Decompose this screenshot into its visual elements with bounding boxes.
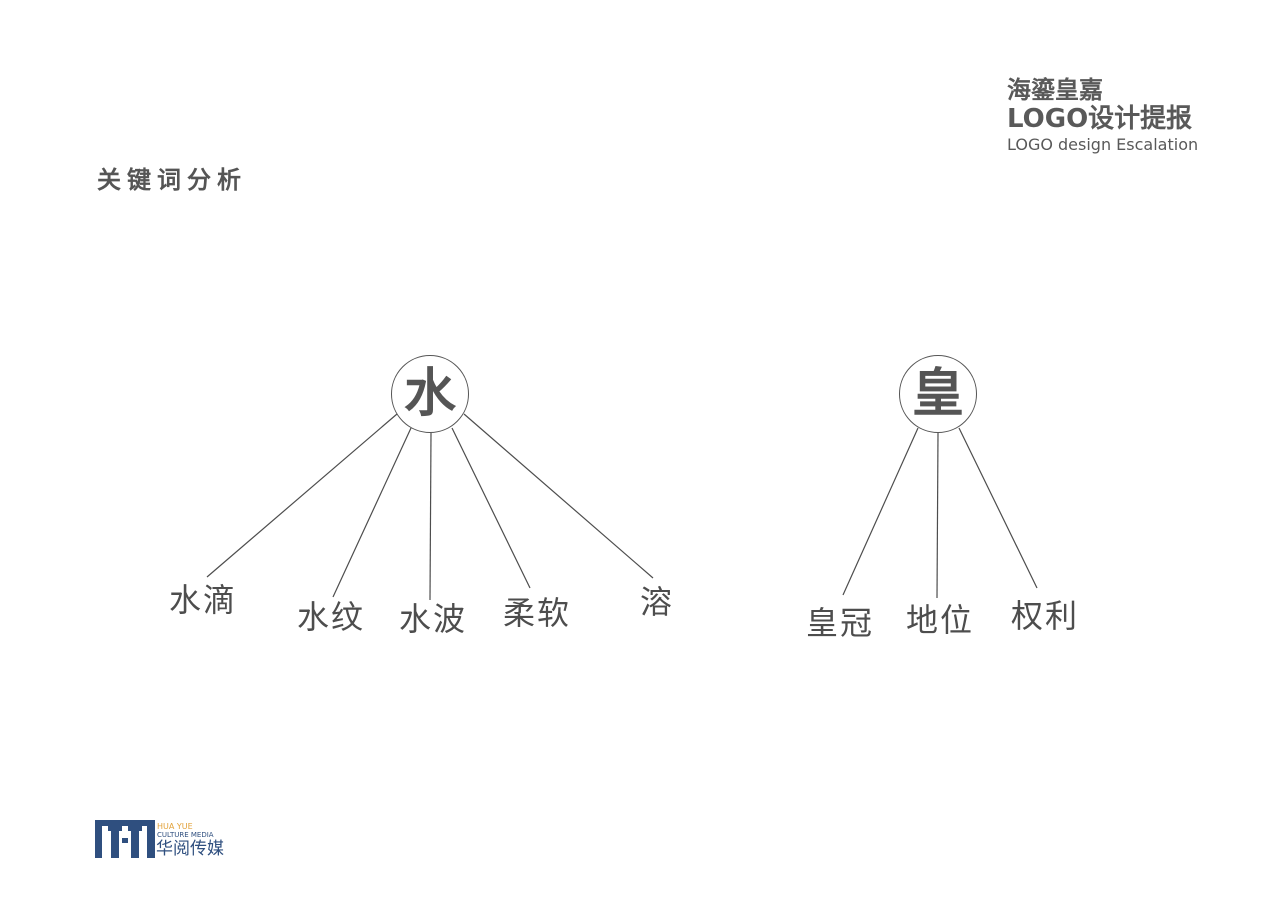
brand-name: 海鎏皇嘉 <box>1007 76 1103 104</box>
logo-chinese-name: 华阅传媒 <box>156 839 224 859</box>
connector-line <box>463 413 654 579</box>
node-water: 水 <box>391 355 469 433</box>
node-label: 水 <box>403 364 456 424</box>
logo-english-line1: HUA YUE <box>157 822 193 831</box>
connector-line <box>958 427 1038 589</box>
connector-line <box>332 427 412 598</box>
brand-english-subtitle: LOGO design Escalation <box>1007 135 1199 154</box>
keyword-label: 权利 <box>1011 597 1080 635</box>
keyword-label: 柔软 <box>503 594 572 632</box>
logo-english-line2: CULTURE MEDIA <box>157 831 214 839</box>
keyword-label: 皇冠 <box>806 604 875 642</box>
connector-line <box>429 432 432 601</box>
node-emperor: 皇 <box>899 355 977 433</box>
page-heading: 关键词分析 <box>97 166 247 194</box>
keyword-label: 水滴 <box>169 581 238 619</box>
connector-line <box>936 432 939 599</box>
keyword-label: 水纹 <box>297 598 366 636</box>
connector-line <box>842 427 919 596</box>
node-label: 皇 <box>911 364 964 424</box>
logo-mark-icon <box>95 820 155 858</box>
brand-subtitle: LOGO设计提报 <box>1007 104 1193 134</box>
keyword-label: 地位 <box>906 601 975 639</box>
keyword-label: 水波 <box>399 600 468 638</box>
brand-title-block: 海鎏皇嘉 LOGO设计提报 LOGO design Escalation <box>1007 76 1198 156</box>
keyword-label: 溶 <box>640 583 675 621</box>
connector-line <box>206 413 398 578</box>
connector-line <box>451 427 531 589</box>
